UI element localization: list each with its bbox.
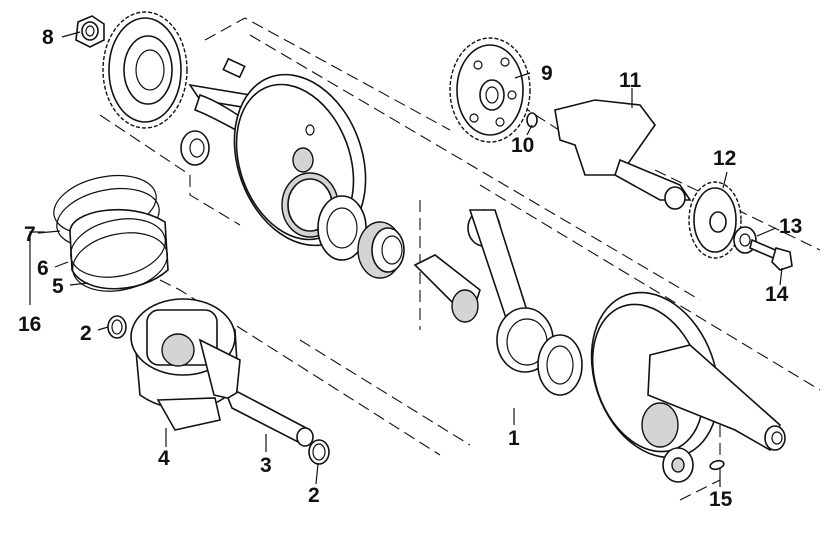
key-part (526, 112, 538, 128)
washer-and-bearing-part (317, 195, 405, 279)
callout-11: 11 (619, 69, 642, 92)
thrust-washer-part (537, 334, 583, 396)
crank-half-left-part (180, 57, 367, 247)
drive-gear-part (102, 11, 188, 129)
callout-15: 15 (709, 488, 733, 511)
callout-1: 1 (508, 427, 520, 450)
leader-lines (29, 31, 783, 487)
callout-12: 12 (713, 147, 736, 170)
sprocket-part (688, 181, 742, 259)
callout-7: 7 (24, 223, 36, 246)
callout-8: 8 (42, 26, 54, 49)
callout-5: 5 (52, 275, 64, 298)
balancer-gear-part (449, 37, 531, 143)
circlip-part (107, 315, 330, 465)
crank-half-right-part (590, 291, 786, 459)
callout-2-lower: 2 (308, 484, 320, 507)
callout-9: 9 (541, 62, 553, 85)
callout-4: 4 (158, 447, 170, 470)
callout-10: 10 (511, 134, 534, 157)
piston-part (130, 298, 241, 431)
nut-part (75, 15, 105, 48)
piston-pin-part (227, 391, 314, 447)
bolt-part (749, 238, 793, 271)
callout-2-upper: 2 (80, 322, 92, 345)
balance-shaft-part (554, 99, 692, 210)
lower-washer-part (662, 447, 694, 483)
piston-rings-part (53, 174, 169, 292)
connecting-rod-part (413, 209, 554, 373)
callout-14: 14 (765, 283, 789, 306)
woodruff-key-part (709, 459, 725, 471)
callout-16: 16 (18, 313, 41, 336)
callout-labels: 8 9 10 11 12 13 14 15 1 2 2 3 4 5 6 7 16 (18, 26, 802, 511)
callout-3: 3 (260, 454, 272, 477)
callout-6: 6 (37, 257, 49, 280)
callout-13: 13 (779, 215, 802, 238)
